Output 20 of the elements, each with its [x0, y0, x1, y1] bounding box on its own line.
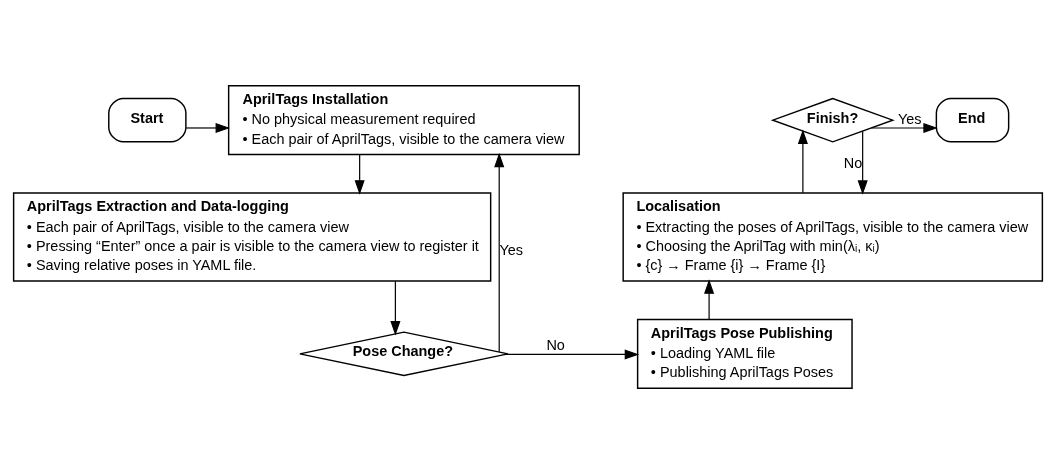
- node-box: AprilTags Pose Publishing • Loading YAML file • Publishing AprilTags Poses: [636, 318, 853, 389]
- arrow: [704, 278, 715, 320]
- node-diamond: Pose Change?: [299, 330, 509, 376]
- arrow: [494, 152, 505, 352]
- arrow: [504, 348, 640, 359]
- arrow: [797, 129, 808, 193]
- node-box: End: [935, 97, 1010, 143]
- arrow: [185, 122, 231, 133]
- arrow: [390, 280, 401, 336]
- arrow: [870, 122, 938, 133]
- node-box: AprilTags Installation • No physical measurement required • Each pair of AprilTags, visible to the camera view: [227, 84, 580, 155]
- edge-label: No: [546, 336, 565, 353]
- node-box: Start: [108, 97, 187, 143]
- arrow: [857, 130, 868, 195]
- node-box: Localisation • Extracting the poses of AprilTags, visible to the camera view • Choosing the AprilTag with min(λᵢ, κᵢ) • {c} → Frame {i} → Frame {I}: [622, 191, 1044, 282]
- edge-label: Yes: [499, 241, 524, 258]
- node-box: AprilTags Extraction and Data-logging • Each pair of AprilTags, visible to the camera view • Pressing “Enter” once a pair is visible to the camera view to register it • Saving relative poses in YAML file.: [12, 191, 492, 282]
- arrow: [354, 153, 365, 195]
- edge-label: No: [843, 154, 863, 171]
- edge-label: Yes: [897, 110, 922, 127]
